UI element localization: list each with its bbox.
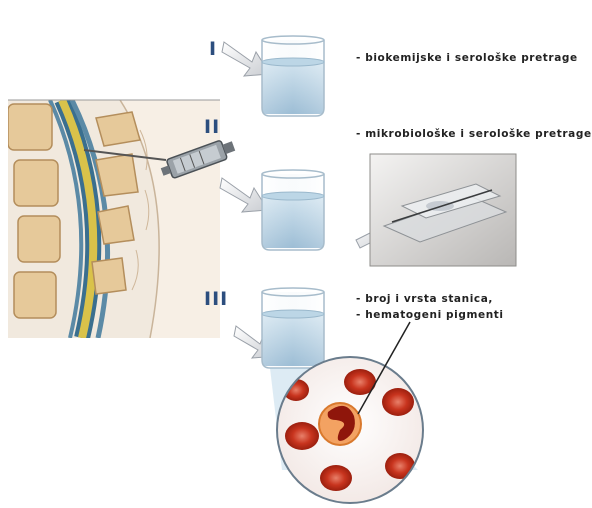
microscope-slide-photo bbox=[370, 154, 516, 266]
blood-cell-magnification bbox=[277, 357, 423, 503]
white-blood-cell bbox=[319, 403, 361, 445]
arrow-to-tube-2 bbox=[220, 178, 268, 212]
step-3-description-line-1: - broj i vrsta stanica, bbox=[356, 293, 493, 305]
step-3-description-line-2: - hematogeni pigmenti bbox=[356, 309, 504, 321]
beaker-2 bbox=[262, 170, 324, 250]
step-numeral-1: I bbox=[209, 38, 217, 60]
step-numeral-3: III bbox=[204, 288, 228, 310]
step-2-description: - mikrobiološke i serološke pretrage bbox=[356, 128, 592, 140]
step-1-description: - biokemijske i serološke pretrage bbox=[356, 52, 578, 64]
spine-illustration bbox=[8, 100, 220, 338]
beaker-1 bbox=[262, 36, 324, 116]
step-numeral-2: II bbox=[204, 116, 220, 138]
beaker-3 bbox=[262, 288, 324, 368]
